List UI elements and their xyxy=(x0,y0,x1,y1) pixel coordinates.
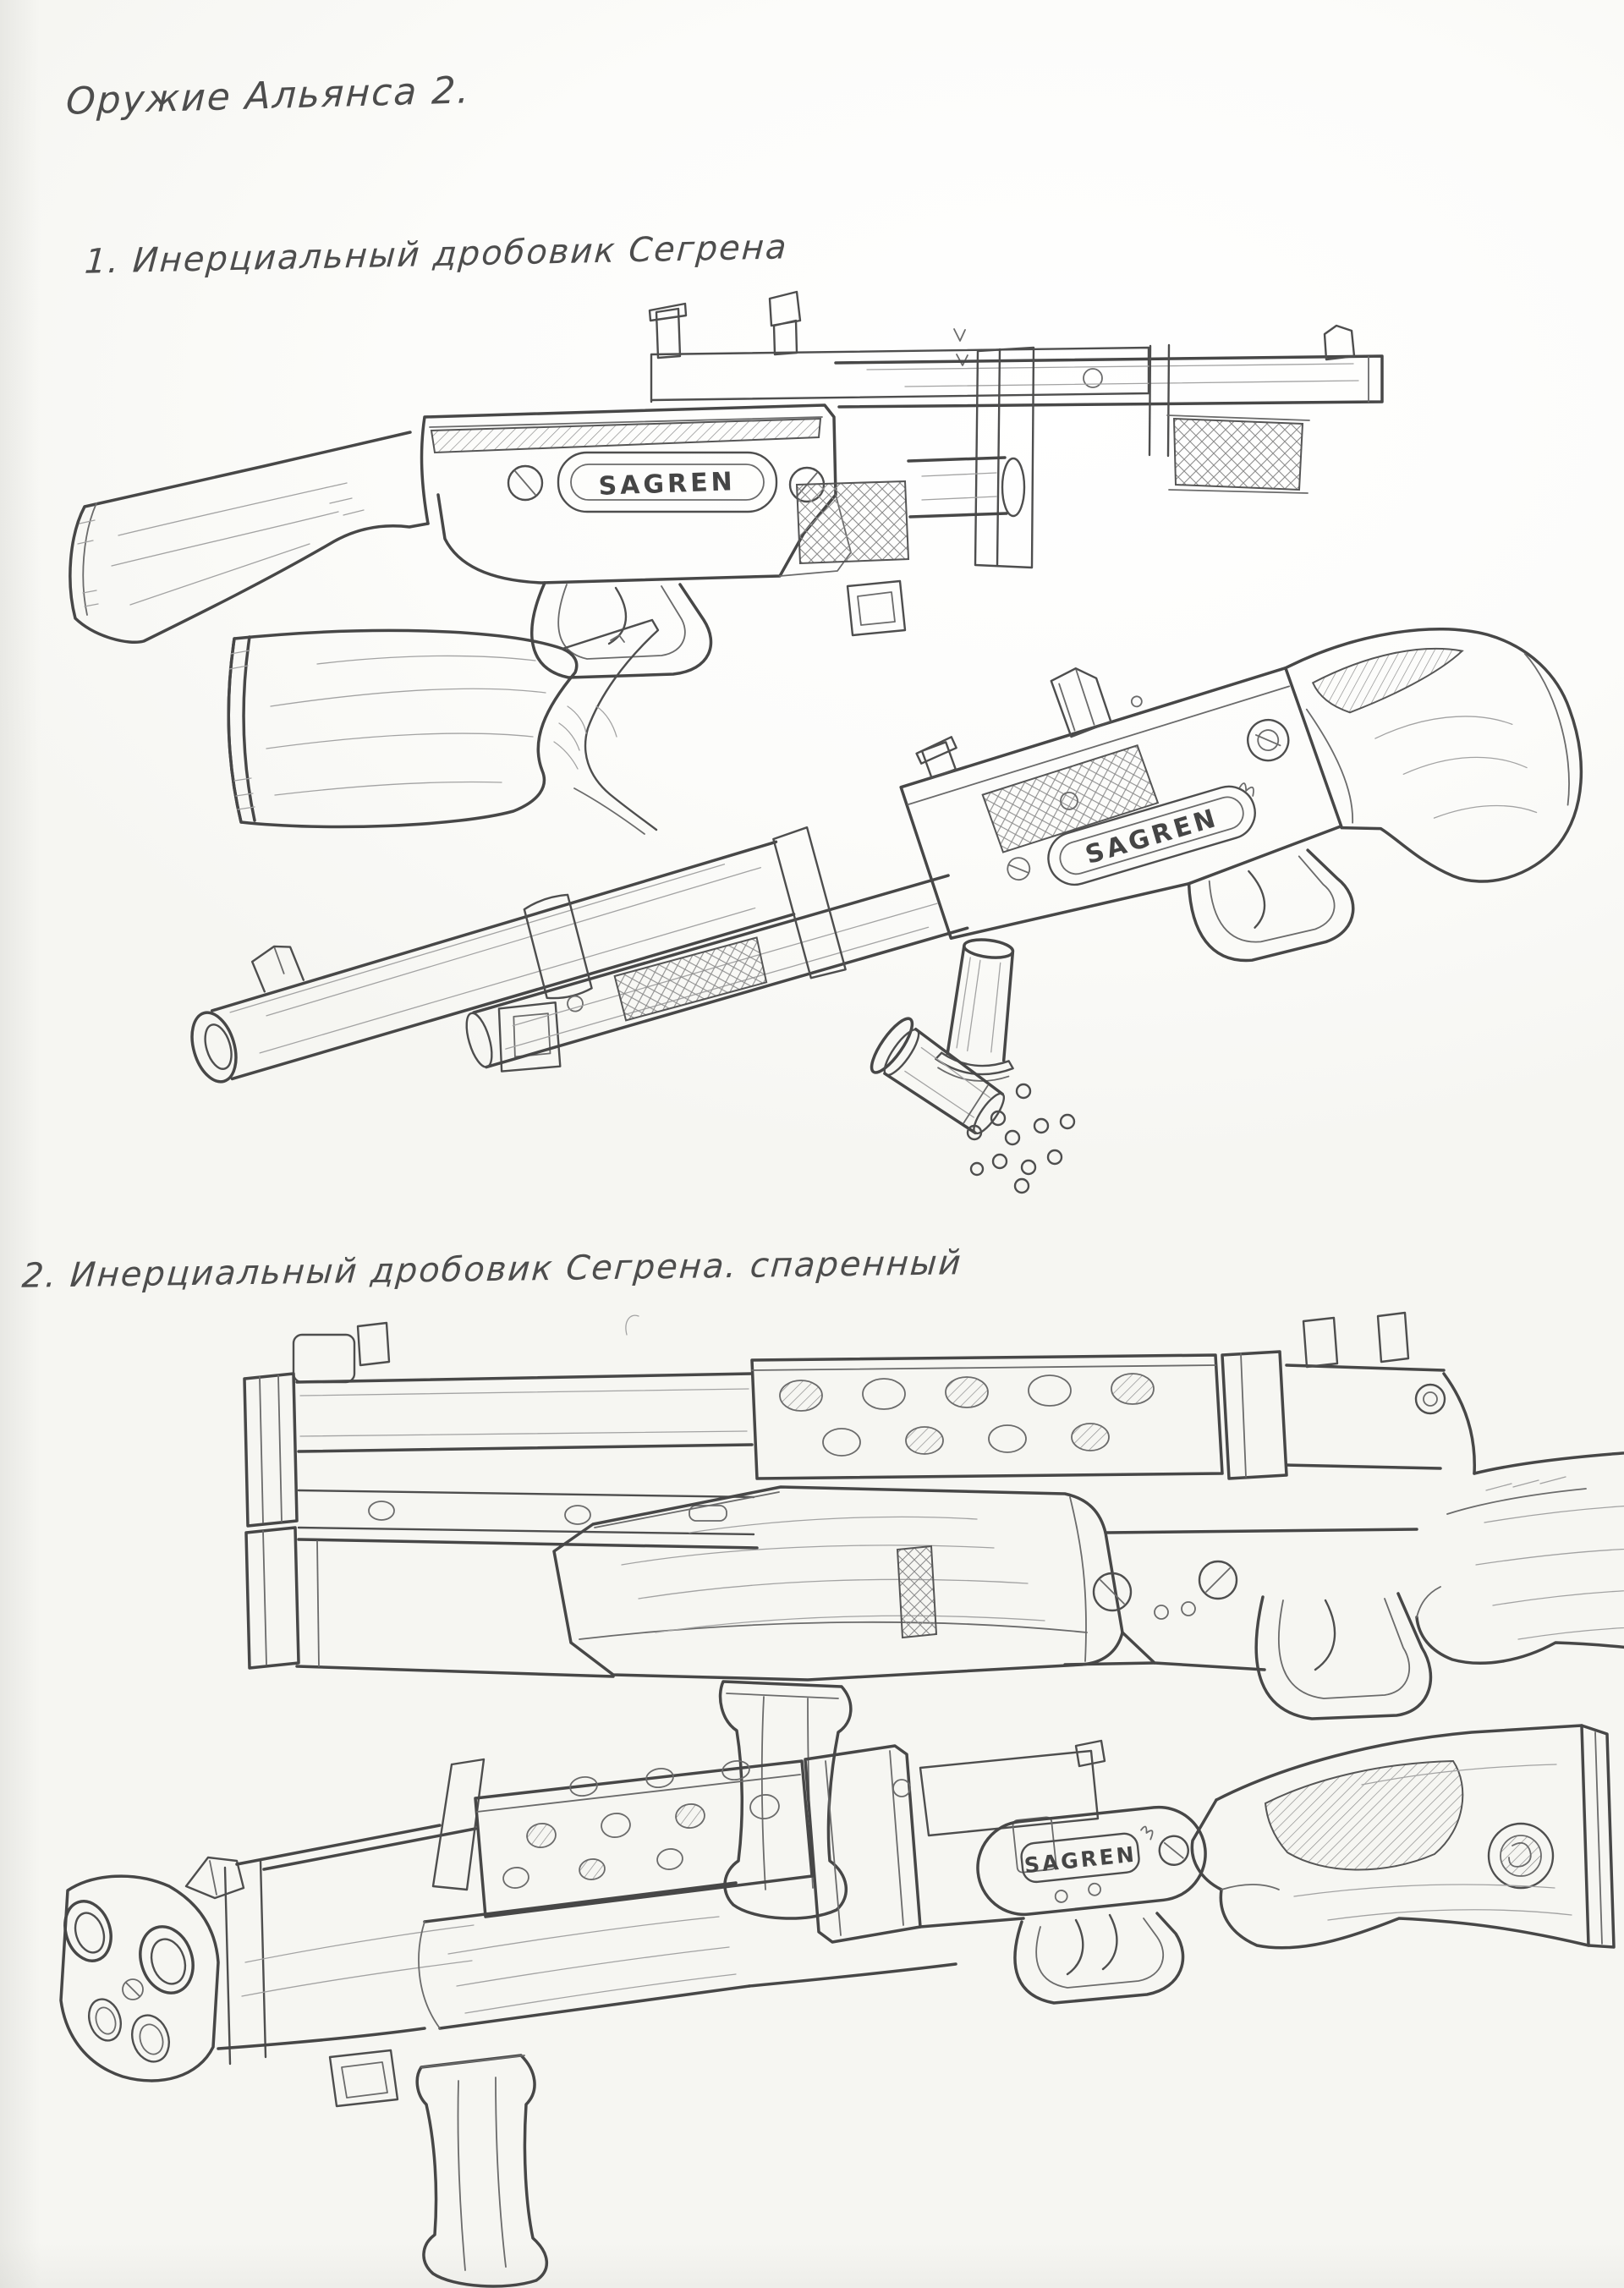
section1-heading: 1. Инерциальный дробовик Сегрена xyxy=(83,228,790,282)
gun1p-muzzle xyxy=(190,945,305,1084)
shotgun-shells-sketch xyxy=(870,938,1076,1194)
gun2p-body xyxy=(217,1758,486,2050)
gun1-magazine-tube xyxy=(795,456,1026,637)
gun2p-quad-muzzle xyxy=(59,1859,267,2082)
gun1-top-strap-and-sights xyxy=(648,290,1150,403)
gun2-receiver xyxy=(896,1528,1418,1671)
gun1-receiver: SAGREN xyxy=(420,403,852,584)
gun1-barrel xyxy=(834,324,1384,569)
gun2p-stock xyxy=(1190,1724,1616,1950)
gun2-upper-tube xyxy=(295,1321,754,1453)
gun1-side-view-sketch: SAGREN xyxy=(69,290,1384,679)
gun2p-clamp-band xyxy=(804,1739,1106,1944)
gun1p-barrel xyxy=(210,840,796,1081)
gun2-stock xyxy=(1415,1372,1624,1665)
shell-lying xyxy=(870,1017,1006,1135)
shell-standing xyxy=(935,938,1015,1082)
gun2p-vertical-grip xyxy=(415,2054,549,2288)
gun2p-perforated-shroud xyxy=(474,1759,814,1918)
gun1-perspective-sketch: SAGREN xyxy=(190,628,1583,1084)
gun2-perforated-shroud xyxy=(750,1350,1288,1480)
page-title: Оружие Альянса 2. xyxy=(65,69,472,123)
gun2-handguard xyxy=(552,1485,1124,1682)
gun2-mid-rail xyxy=(295,1489,759,1678)
section2-heading: 2. Инерциальный дробовик Сегрена. спарен… xyxy=(20,1243,964,1296)
gun1p-trigger-guard xyxy=(1187,848,1355,963)
gun2p-wood-forend xyxy=(328,1881,751,2108)
gun2-trigger-guard xyxy=(1254,1592,1433,1720)
stray-pencil-mark xyxy=(625,1314,639,1336)
gun1p-receiver: SAGREN xyxy=(899,666,1343,940)
gun2-rear-top xyxy=(1285,1311,1446,1470)
gun1-trigger-guard xyxy=(530,581,713,679)
pellets xyxy=(966,1083,1076,1194)
gun1-stock-detail-sketch xyxy=(227,618,660,835)
gun2p-dual-triggers xyxy=(1013,1912,1185,2005)
gun2-muzzle-blocks xyxy=(243,1333,356,1670)
gun1p-mag-tube xyxy=(465,826,969,1069)
sagren-stamp: SAGREN xyxy=(598,467,736,502)
gun1p-stock xyxy=(1284,628,1583,883)
gun2-perspective-sketch: SAGREN xyxy=(59,1724,1616,2288)
gun1-buttstock xyxy=(69,431,430,644)
gun2p-front-sight xyxy=(184,1856,245,1900)
gun2-side-view-sketch xyxy=(243,1311,1624,1920)
